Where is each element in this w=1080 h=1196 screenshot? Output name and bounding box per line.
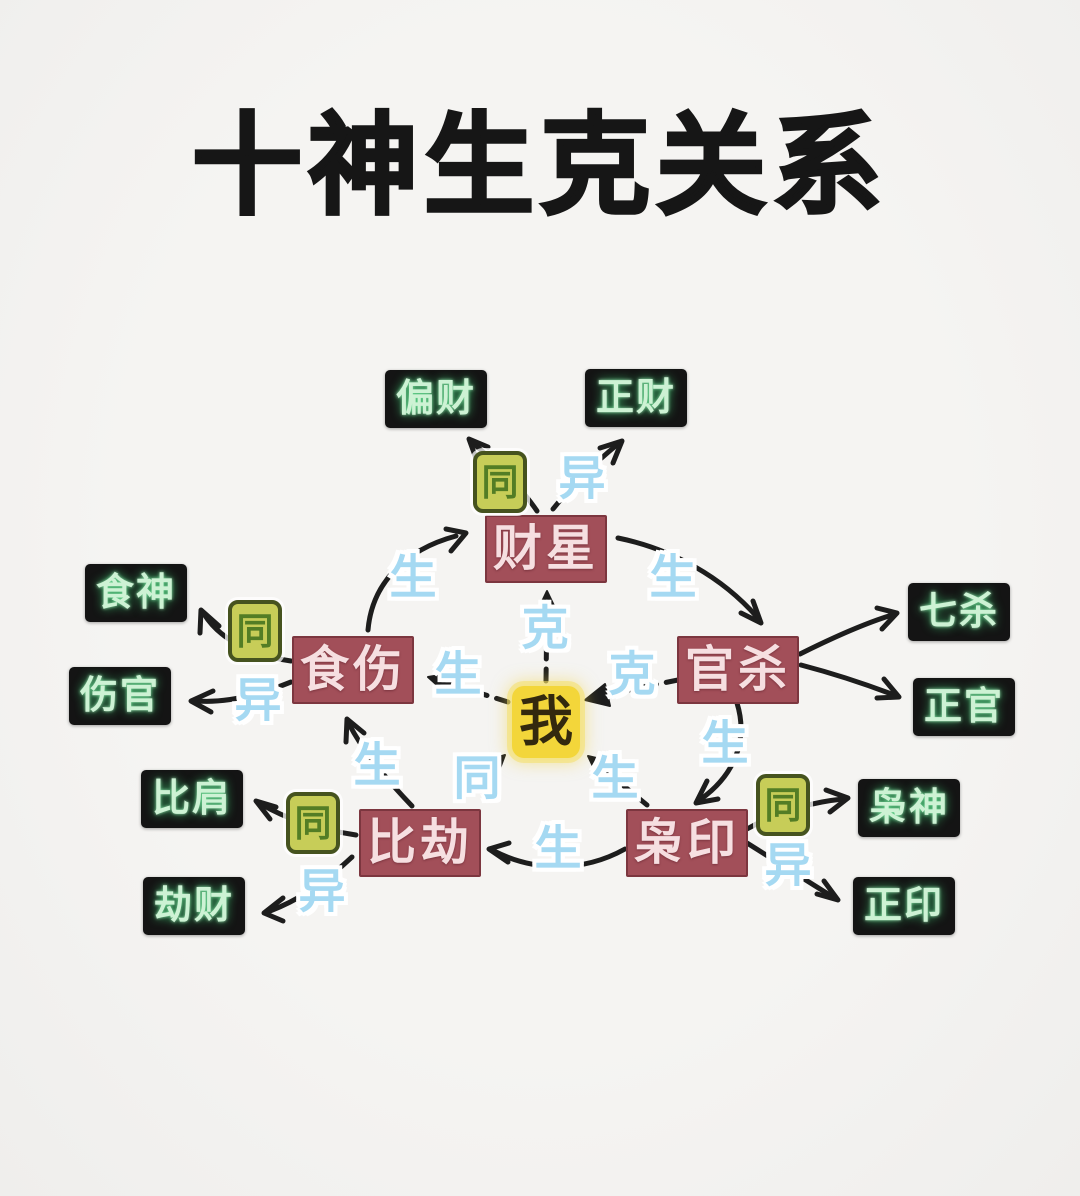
label-sheng-shishang-caixing: 生: [389, 550, 437, 604]
node-piancai: 偏财: [385, 370, 487, 428]
label-ke-me-caixing: 克: [521, 601, 569, 655]
node-shishen: 食神: [85, 564, 187, 622]
node-xiaoshen: 枭神: [858, 779, 960, 837]
node-bijie: 比劫: [359, 809, 481, 877]
arrow-guansha-to-xiaoyin: [693, 700, 744, 806]
badge-tong-caixing-piancai: 同: [473, 451, 527, 513]
arrow-guansha-to-zhengguan: [798, 662, 902, 701]
arrow-shishang-to-caixing: [365, 526, 469, 633]
label-sheng-xiaoyin-me: 生: [591, 751, 639, 805]
node-caixing: 财星: [485, 515, 607, 583]
node-guansha: 官杀: [677, 636, 799, 704]
arrow-bijie-to-me: [455, 754, 506, 802]
arrow-bijie-to-shishang: [343, 716, 415, 809]
label-ke-guansha-me: 克: [608, 647, 656, 701]
label-yi-xiaoyin-zhengyin: 异: [764, 838, 812, 892]
arrow-xiaoyin-to-zhengyin: [744, 840, 841, 903]
node-jiecai: 劫财: [143, 877, 245, 935]
label-yi-bijie-jiecai: 异: [298, 864, 346, 918]
label-sheng-guansha-xiaoyin: 生: [701, 716, 749, 770]
node-xiaoyin: 枭印: [626, 809, 748, 877]
arrow-guansha-to-qisha: [797, 605, 900, 657]
node-bijian: 比肩: [141, 770, 243, 828]
arrow-bijie-to-jiecai: [261, 854, 355, 924]
arrow-xiaoyin-to-me: [587, 755, 650, 808]
label-sheng-bijie-shishang: 生: [353, 738, 401, 792]
arrow-caixing-to-zhengcai: [550, 438, 625, 512]
arrow-me-to-shishang: [427, 672, 511, 705]
label-sheng-me-shishang: 生: [434, 647, 482, 701]
label-yi-caixing-zhengcai: 异: [558, 451, 606, 505]
node-zhengguan: 正官: [913, 678, 1015, 736]
label-sheng-caixing-guansha: 生: [649, 550, 697, 604]
badge-tong-bijie-bijian: 同: [286, 792, 340, 854]
arrow-guansha-to-me: [584, 677, 681, 707]
label-tong-bijie-me: 同: [453, 751, 501, 805]
page-title: 十神生克关系: [191, 105, 888, 228]
arrow-shishang-to-shangguan: [188, 679, 294, 715]
node-me: 我: [512, 686, 580, 758]
arrow-caixing-to-guansha: [615, 535, 764, 626]
node-shishang: 食伤: [292, 636, 414, 704]
arrow-xiaoyin-to-bijie: [486, 840, 628, 869]
node-zhengyin: 正印: [853, 877, 955, 935]
badge-tong-xiaoyin-xiaoshen: 同: [756, 774, 810, 836]
label-sheng-xiaoyin-bijie: 生: [534, 821, 582, 875]
node-qisha: 七杀: [908, 583, 1010, 641]
arrow-me-to-caixing: [535, 590, 559, 684]
badge-tong-shishang-shishen: 同: [228, 600, 282, 662]
node-shangguan: 伤官: [69, 667, 171, 725]
node-zhengcai: 正财: [585, 369, 687, 427]
label-yi-shishang-shangguan: 异: [234, 673, 282, 727]
